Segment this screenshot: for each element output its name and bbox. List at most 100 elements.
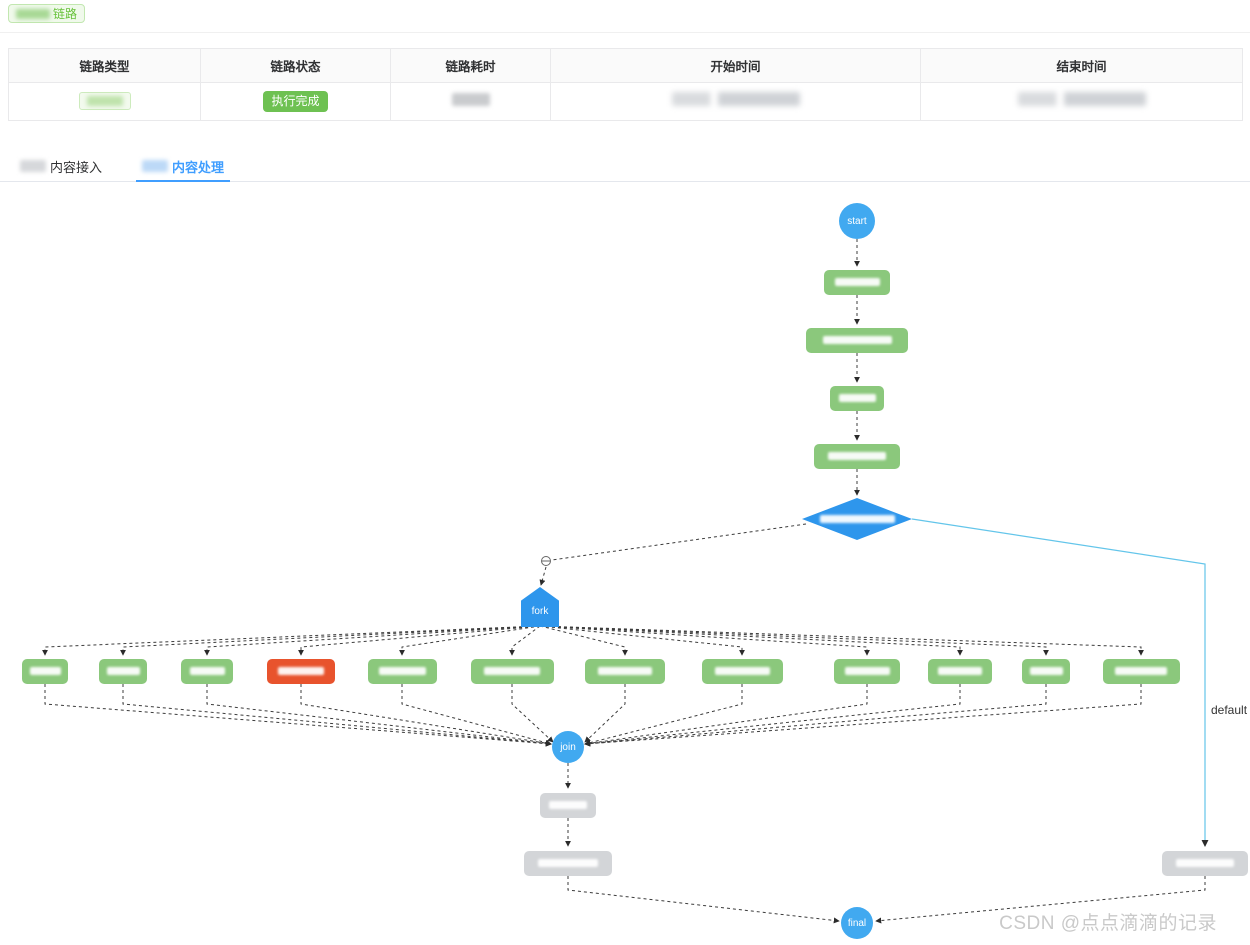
flow-node-post-2[interactable] (524, 850, 612, 876)
flow-node-task-1[interactable] (824, 269, 890, 295)
edge-fork-to-parallel-6 (509, 625, 541, 656)
flow-node-final[interactable]: final (841, 907, 873, 939)
edge-parallel-5-to-join (401, 684, 552, 746)
flow-node-parallel-10[interactable] (928, 658, 992, 684)
table-row: 执行完成 (8, 82, 1243, 121)
redacted-link-type (86, 96, 123, 106)
edge-fork-to-parallel-7 (539, 625, 628, 656)
edge-parallel-3-to-join (206, 684, 552, 747)
flow-node-default-branch[interactable] (1162, 850, 1248, 876)
redacted-badge-text (16, 8, 50, 19)
redacted-node-label (714, 667, 770, 675)
summary-table-wrap: 链路类型 链路状态 链路耗时 开始时间 结束时间 执行完成 (0, 33, 1250, 121)
edge-parallel-9-to-join (584, 684, 868, 747)
link-tag-badge: 链路 (8, 4, 86, 23)
link-type-pill (78, 92, 131, 110)
flow-node-parallel-7[interactable] (585, 658, 665, 684)
flow-node-parallel-12[interactable] (1102, 658, 1180, 684)
redacted-node-label (278, 667, 324, 675)
cell-end-time (920, 82, 1243, 121)
status-badge: 执行完成 (263, 91, 328, 112)
redacted-end-time (1017, 92, 1146, 106)
flow-node-start[interactable]: start (839, 203, 875, 239)
col-header-link-duration: 链路耗时 (390, 48, 551, 83)
redacted-duration (451, 92, 490, 106)
edge-label-default: default (1211, 703, 1248, 717)
redacted-node-label (844, 667, 890, 675)
edge-fork-to-parallel-2 (120, 625, 541, 656)
redacted-node-label (828, 452, 886, 460)
redacted-node-label (822, 336, 892, 344)
redacted-node-label (378, 667, 426, 675)
flow-node-parallel-3[interactable] (181, 658, 233, 684)
flow-node-join[interactable]: join (552, 731, 584, 763)
redacted-tab-prefix (142, 160, 169, 172)
redacted-node-label (189, 667, 225, 675)
edge-parallel-7-to-join (584, 684, 626, 743)
edge-parallel-8-to-join (584, 684, 743, 746)
edge-edge-marker-to-fork (539, 566, 547, 586)
edge-fork-to-parallel-5 (399, 625, 541, 656)
flow-node-post-1[interactable] (540, 792, 596, 818)
flow-node-parallel-9[interactable] (834, 658, 900, 684)
redacted-start-time (671, 92, 800, 106)
table-header-row: 链路类型 链路状态 链路耗时 开始时间 结束时间 (8, 48, 1243, 83)
redacted-node-label (1029, 667, 1063, 675)
edge-fork-to-parallel-4 (298, 625, 541, 656)
redacted-node-label (834, 278, 880, 286)
edge-fork-to-parallel-9 (539, 625, 870, 656)
edge-fork-to-parallel-10 (539, 625, 963, 656)
csdn-watermark: CSDN @点点滴滴的记录 (999, 913, 1217, 934)
flow-node-task-3[interactable] (830, 385, 884, 411)
col-header-link-type: 链路类型 (8, 48, 201, 83)
redacted-node-label (106, 667, 140, 675)
tab-label: 内容接入 (50, 159, 103, 175)
redacted-node-label (29, 667, 61, 675)
flow-node-parallel-6[interactable] (470, 658, 554, 684)
flow-node-task-4[interactable] (814, 443, 900, 469)
flow-node-task-2[interactable] (806, 327, 908, 353)
flow-node-parallel-1[interactable] (22, 658, 68, 684)
redacted-node-label (598, 667, 652, 675)
redacted-node-label (538, 859, 598, 867)
flow-node-parallel-4[interactable] (267, 658, 335, 684)
edge-parallel-2-to-join (122, 684, 552, 747)
edge-parallel-1-to-join (44, 684, 552, 747)
edge-fork-to-parallel-3 (204, 625, 541, 656)
flow-node-parallel-5[interactable] (367, 658, 437, 684)
col-header-link-status: 链路状态 (200, 48, 391, 83)
flow-node-parallel-11[interactable] (1022, 658, 1070, 684)
tab-content-access[interactable]: 内容接入 (14, 151, 108, 181)
redacted-node-label (1176, 859, 1234, 867)
cell-link-status: 执行完成 (200, 82, 391, 121)
edge-parallel-12-to-join (584, 684, 1142, 747)
edge-fork-to-parallel-12 (539, 625, 1144, 656)
badge-suffix-label: 链路 (53, 7, 78, 21)
cell-link-duration (390, 82, 551, 121)
redacted-node-label (819, 515, 895, 523)
edge-fork-to-parallel-8 (539, 625, 745, 656)
summary-table: 链路类型 链路状态 链路耗时 开始时间 结束时间 执行完成 (8, 48, 1243, 121)
edge-parallel-10-to-join (584, 684, 961, 747)
col-header-start-time: 开始时间 (550, 48, 921, 83)
cell-link-type (8, 82, 201, 121)
redacted-node-label (838, 394, 876, 402)
redacted-node-label (484, 667, 540, 675)
flow-node-parallel-8[interactable] (701, 658, 783, 684)
edge-decision-to-edge-marker (551, 523, 807, 561)
edge-parallel-11-to-join (584, 684, 1047, 747)
tab-bar: 内容接入 内容处理 (0, 151, 1250, 182)
node-label-fork: fork (531, 605, 549, 617)
flow-node-parallel-2[interactable] (99, 658, 147, 684)
tab-content-processing[interactable]: 内容处理 (136, 151, 231, 182)
node-label-start: start (847, 215, 867, 227)
flow-edge-anchor-marker[interactable] (541, 556, 551, 566)
redacted-node-label (938, 667, 982, 675)
edge-decision-to-default-branch (911, 518, 1209, 847)
col-header-end-time: 结束时间 (920, 48, 1243, 83)
node-label-final: final (847, 917, 867, 929)
redacted-node-label (1115, 667, 1167, 675)
cell-start-time (550, 82, 921, 121)
